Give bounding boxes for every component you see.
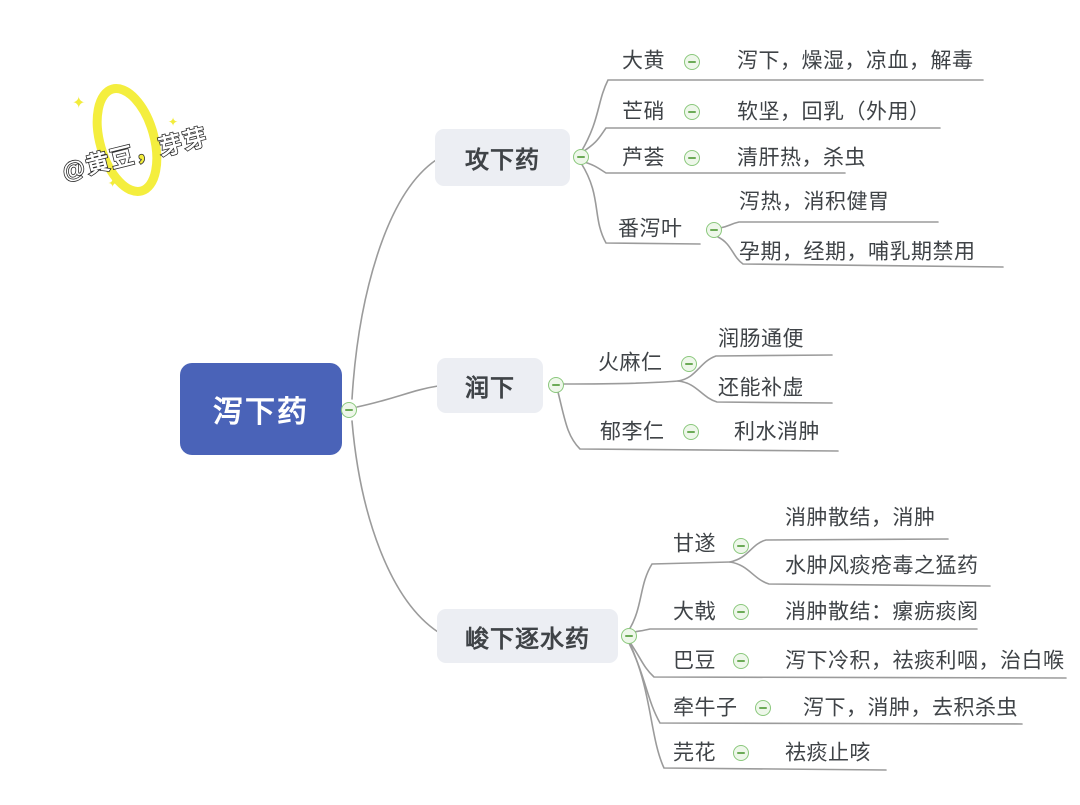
drug-label[interactable]: 芦荟 (622, 146, 665, 170)
drug-desc[interactable]: 祛痰止咳 (785, 741, 871, 765)
collapse-icon[interactable] (755, 700, 771, 716)
branch-node-gongxiayao[interactable]: 攻下药 (435, 129, 570, 186)
drug-desc[interactable]: 消肿散结，消肿 (785, 506, 936, 530)
branch-node-runxia[interactable]: 润下 (437, 358, 543, 413)
drug-desc[interactable]: 水肿风痰疮毒之猛药 (785, 554, 979, 578)
drug-label[interactable]: 郁李仁 (600, 420, 665, 444)
drug-label[interactable]: 火麻仁 (598, 351, 663, 375)
drug-label[interactable]: 牵牛子 (673, 696, 738, 720)
watermark-ring (92, 84, 162, 196)
drug-label[interactable]: 大戟 (673, 600, 716, 624)
collapse-icon[interactable] (683, 424, 699, 440)
collapse-icon[interactable] (684, 54, 700, 70)
drug-desc[interactable]: 润肠通便 (718, 327, 804, 351)
drug-desc[interactable]: 泻下，消肿，去积杀虫 (803, 696, 1018, 720)
collapse-icon[interactable] (684, 104, 700, 120)
collapse-icon[interactable] (733, 538, 749, 554)
root-node[interactable]: 泻下药 (180, 363, 342, 455)
collapse-icon[interactable] (681, 356, 697, 372)
collapse-icon[interactable] (341, 402, 357, 418)
drug-label[interactable]: 大黄 (622, 49, 665, 73)
collapse-icon[interactable] (621, 628, 637, 644)
drug-desc[interactable]: 泻下，燥湿，凉血，解毒 (737, 49, 974, 73)
collapse-icon[interactable] (733, 604, 749, 620)
drug-desc[interactable]: 清肝热，杀虫 (737, 146, 866, 170)
drug-desc[interactable]: 还能补虚 (718, 376, 804, 400)
drug-desc[interactable]: 软坚，回乳（外用） (737, 100, 931, 124)
drug-label[interactable]: 巴豆 (673, 649, 716, 673)
drug-label[interactable]: 番泻叶 (618, 217, 683, 241)
drug-desc[interactable]: 消肿散结：瘰疬痰阂 (785, 600, 979, 624)
drug-desc[interactable]: 利水消肿 (734, 420, 820, 444)
collapse-icon[interactable] (573, 149, 589, 165)
drug-desc[interactable]: 孕期，经期，哺乳期禁用 (739, 240, 976, 264)
drug-label[interactable]: 甘遂 (673, 532, 716, 556)
branch-node-junxiazhushuiyao[interactable]: 峻下逐水药 (437, 609, 618, 663)
drug-label[interactable]: 芒硝 (622, 100, 665, 124)
collapse-icon[interactable] (684, 150, 700, 166)
drug-desc[interactable]: 泻下冷积，祛痰利咽，治白喉 (785, 649, 1065, 673)
collapse-icon[interactable] (548, 377, 564, 393)
collapse-icon[interactable] (733, 653, 749, 669)
drug-label[interactable]: 芫花 (673, 741, 716, 765)
drug-desc[interactable]: 泻热，消积健胃 (739, 190, 890, 214)
collapse-icon[interactable] (706, 222, 722, 238)
collapse-icon[interactable] (733, 745, 749, 761)
